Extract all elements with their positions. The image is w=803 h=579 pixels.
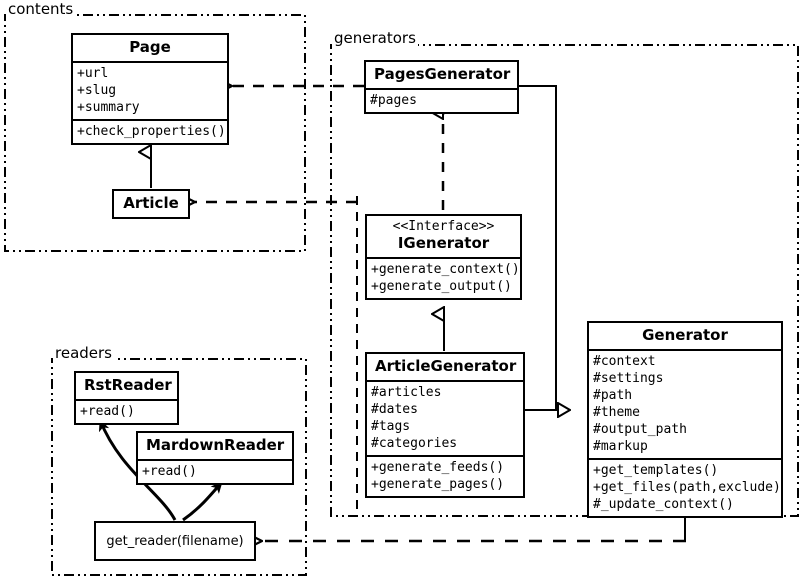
- method: +generate_feeds(): [371, 460, 505, 475]
- class-attributes-articlegenerator: #articles #dates #tags #categories: [367, 380, 523, 455]
- attribute: #categories: [371, 436, 458, 451]
- function-label-get-reader: get_reader(filename): [106, 533, 244, 549]
- class-name-mardownreader: MardownReader: [146, 436, 285, 454]
- class-methods-page: +check_properties(): [73, 119, 227, 143]
- class-attributes-page: +url +slug +summary: [73, 61, 227, 119]
- class-name-page: Page: [129, 38, 171, 56]
- attribute: +summary: [77, 100, 140, 115]
- attribute: #context: [593, 354, 656, 369]
- method: +get_templates(): [593, 463, 719, 478]
- relation-pagesgenerator-extends-generator: [519, 85, 570, 411]
- method: +read(): [142, 464, 197, 479]
- class-attributes-generator: #context #settings #path #theme #output_…: [589, 349, 781, 458]
- class-name-igenerator: IGenerator: [397, 234, 490, 252]
- package-label-contents: contents: [6, 0, 76, 18]
- attribute: #articles: [371, 385, 442, 400]
- class-box-mardownreader[interactable]: MardownReader +read(): [136, 431, 294, 485]
- attribute: #pages: [370, 93, 417, 108]
- class-name-articlegenerator: ArticleGenerator: [375, 357, 517, 375]
- method: +check_properties(): [77, 124, 226, 139]
- class-stereotype-igenerator: <<Interface>>: [392, 219, 495, 234]
- class-box-articlegenerator[interactable]: ArticleGenerator #articles #dates #tags …: [365, 352, 525, 498]
- class-name-article: Article: [123, 194, 179, 212]
- attribute: #dates: [371, 402, 418, 417]
- class-methods-igenerator: +generate_context() +generate_output(): [367, 257, 520, 298]
- package-label-generators: generators: [332, 29, 418, 47]
- method: +read(): [80, 404, 135, 419]
- method: +get_files(path,exclude): [593, 480, 781, 495]
- class-name-rstreader: RstReader: [84, 376, 172, 394]
- attribute: +url: [77, 66, 109, 81]
- class-name-pagesgenerator: PagesGenerator: [374, 65, 511, 83]
- class-box-generator[interactable]: Generator #context #settings #path #them…: [587, 321, 783, 518]
- method: #_update_context(): [593, 497, 734, 512]
- attribute: #tags: [371, 419, 411, 434]
- attribute: #output_path: [593, 422, 687, 437]
- attribute: +slug: [77, 83, 117, 98]
- class-box-article[interactable]: Article: [112, 189, 190, 219]
- package-label-readers: readers: [53, 344, 114, 362]
- function-box-get-reader[interactable]: get_reader(filename): [94, 521, 256, 561]
- method: +generate_output(): [371, 279, 512, 294]
- class-attributes-pagesgenerator: #pages: [366, 88, 517, 112]
- class-methods-generator: +get_templates() +get_files(path,exclude…: [589, 458, 781, 516]
- method: +generate_pages(): [371, 477, 505, 492]
- relation-get-reader-returns-mardownreader: [182, 481, 224, 522]
- class-box-pagesgenerator[interactable]: PagesGenerator #pages: [364, 60, 519, 114]
- attribute: #markup: [593, 439, 648, 454]
- class-methods-rstreader: +read(): [76, 399, 177, 423]
- class-box-rstreader[interactable]: RstReader +read(): [74, 371, 179, 425]
- class-box-page[interactable]: Page +url +slug +summary +check_properti…: [71, 33, 229, 145]
- attribute: #theme: [593, 405, 640, 420]
- class-methods-articlegenerator: +generate_feeds() +generate_pages(): [367, 455, 523, 496]
- attribute: #settings: [593, 371, 664, 386]
- class-name-generator: Generator: [642, 326, 728, 344]
- attribute: #path: [593, 388, 633, 403]
- class-methods-mardownreader: +read(): [138, 459, 292, 483]
- method: +generate_context(): [371, 262, 520, 277]
- class-box-igenerator[interactable]: <<Interface>> IGenerator +generate_conte…: [365, 214, 522, 300]
